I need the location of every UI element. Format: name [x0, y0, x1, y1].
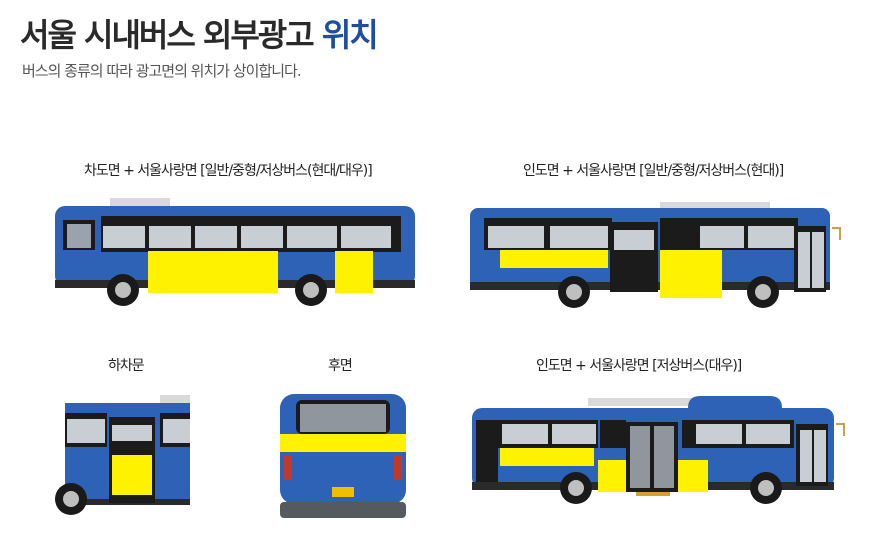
ad-panel-sidewalk-upper [500, 250, 608, 268]
bus-exit-door-illustration [55, 395, 190, 515]
label-rear: 후면 [328, 358, 353, 374]
ad-panel-sidewalk-main [660, 250, 722, 298]
page-subtitle: 버스의 종류의 따라 광고면의 위치가 상이합니다. [22, 62, 302, 80]
bus-rear-illustration [280, 394, 406, 518]
ad-panel-daewoo-front [598, 460, 626, 492]
ad-panel-driver-main [148, 251, 278, 293]
page-title: 서울 시내버스 외부광고 위치 [20, 16, 379, 54]
bus-sidewalk-daewoo-illustration [472, 396, 845, 504]
label-exit-door: 하차문 [108, 358, 145, 374]
label-sidewalk-side-hyundai: 인도면 + 서울사랑면 [일반/중형/저상버스(현대)] [523, 163, 784, 179]
label-sidewalk-side-daewoo: 인도면 + 서울사랑면 [저상버스(대우)] [536, 358, 742, 374]
ad-panel-daewoo-rear [678, 460, 708, 492]
ad-panel-rear [280, 434, 406, 452]
bus-driver-side-illustration [55, 198, 415, 306]
ad-panel-exit-door [112, 455, 152, 495]
ad-panel-driver-rear [335, 251, 373, 293]
bus-sidewalk-hyundai-illustration [470, 202, 841, 308]
ad-panel-daewoo-upper [500, 448, 594, 466]
label-driver-side: 차도면 + 서울사랑면 [일반/중형/저상버스(현대/대우)] [84, 163, 373, 179]
